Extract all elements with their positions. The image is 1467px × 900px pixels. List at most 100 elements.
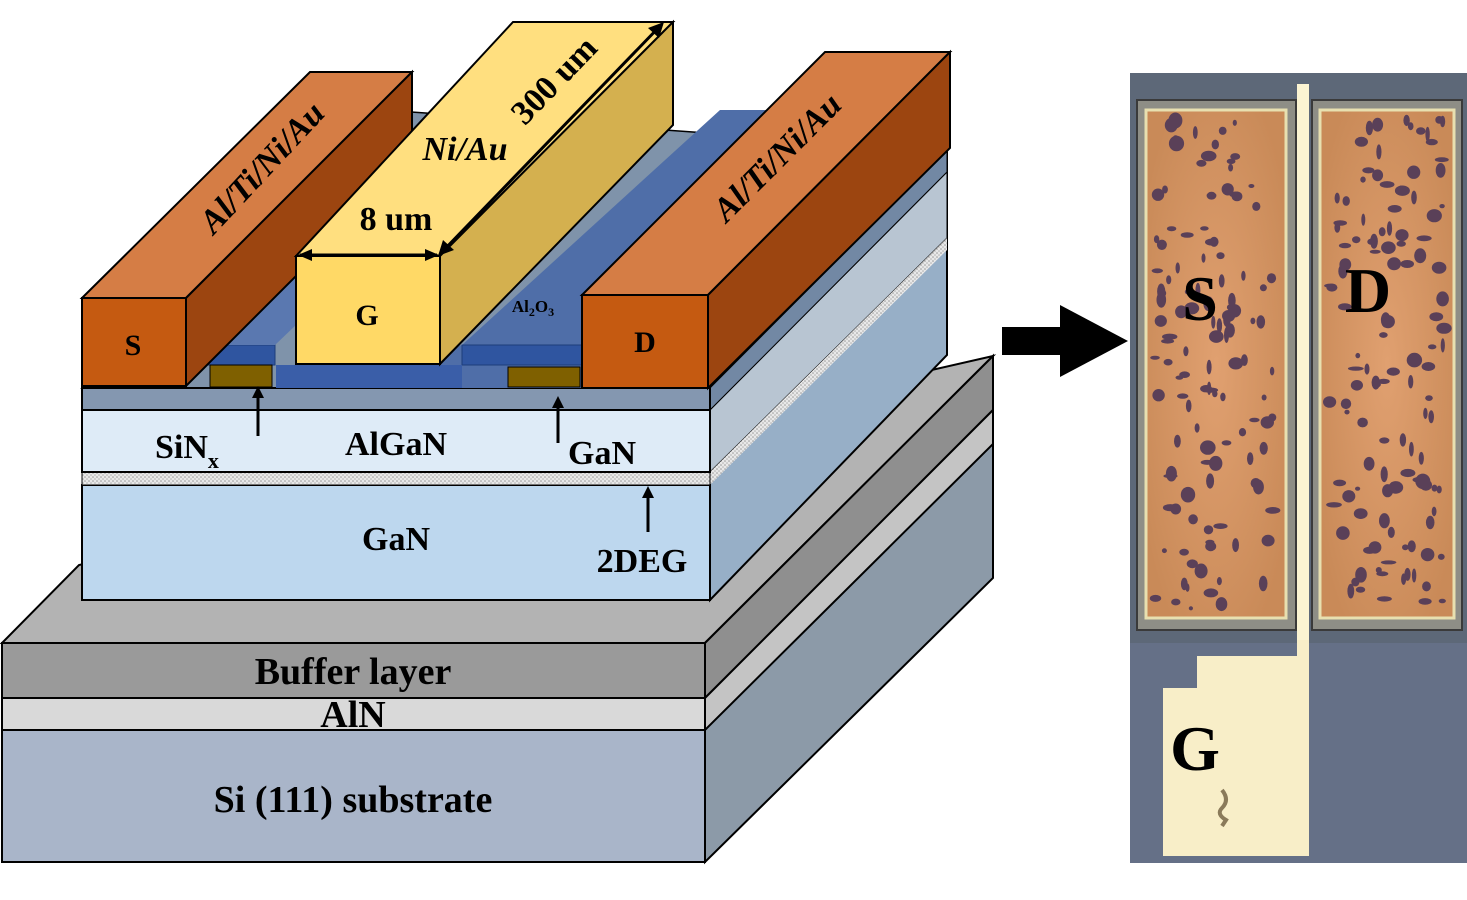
algan-label: AlGaN <box>345 426 447 463</box>
pad-spot <box>1211 315 1216 329</box>
pad-spot <box>1256 315 1266 329</box>
pad-spot <box>1174 434 1181 448</box>
pad-spot <box>1215 597 1228 612</box>
pad-spot <box>1347 583 1355 599</box>
layer-labels: SiNx AlGaN GaN 2DEG GaN <box>155 386 687 580</box>
pad-spot <box>1418 598 1432 605</box>
pad-spot <box>1216 252 1225 260</box>
pad-spot <box>1342 196 1350 206</box>
gate-contact: G Ni/Au 8 um 300 um <box>293 19 676 367</box>
pad-spot <box>1206 473 1215 489</box>
pad-spot <box>1338 242 1352 249</box>
source-label: S <box>125 329 142 362</box>
pad-spot <box>1340 398 1352 410</box>
pad-spot <box>1151 188 1165 201</box>
pad-spot <box>1400 468 1416 478</box>
pad-spot <box>1185 399 1192 413</box>
pad-spot <box>1205 238 1219 246</box>
pad-spot <box>1439 204 1445 209</box>
pad-spot <box>1379 332 1388 338</box>
pad-spot <box>1232 538 1239 553</box>
pad-spot <box>1416 127 1426 135</box>
pad-spot <box>1265 507 1281 514</box>
pad-spot <box>1183 346 1189 357</box>
pad-spot <box>1344 409 1350 415</box>
pad-spot <box>1369 249 1381 254</box>
pad-spot <box>1266 273 1277 284</box>
pad-spot <box>1206 359 1212 375</box>
pad-spot <box>1153 235 1160 244</box>
buffer-label: Buffer layer <box>255 651 452 693</box>
right-arrow-icon <box>1002 305 1128 377</box>
pad-spot <box>1407 165 1421 179</box>
pad-spot <box>1362 167 1375 174</box>
pad-spot <box>1401 573 1407 585</box>
pad-spot <box>1152 389 1165 402</box>
pad-spot <box>1400 260 1414 268</box>
pad-spot <box>1162 333 1178 340</box>
pad-spot <box>1403 114 1410 127</box>
pad-spot <box>1350 380 1363 391</box>
pad-spot <box>1377 378 1390 384</box>
pad-spot <box>1250 317 1256 325</box>
pad-spot <box>1425 515 1435 530</box>
pad-spot <box>1192 126 1198 139</box>
pad-spot <box>1406 352 1423 368</box>
pad-spot <box>1431 506 1437 517</box>
pad-spot <box>1150 355 1160 360</box>
pad-spot <box>1363 546 1377 554</box>
gate-width-label: 8 um <box>360 201 433 238</box>
pad-spot <box>1216 577 1222 586</box>
pad-spot <box>1170 503 1182 515</box>
photo-source-label: S <box>1182 263 1218 334</box>
pad-spot <box>1440 115 1446 128</box>
photo-gate-label: G <box>1170 713 1220 784</box>
pad-spot <box>1201 253 1206 263</box>
pad-spot <box>1268 413 1277 422</box>
pad-spot <box>1203 525 1214 535</box>
pad-spot <box>1351 286 1359 295</box>
pad-spot <box>1347 366 1364 371</box>
pad-spot <box>1381 241 1396 254</box>
pad-spot <box>1334 222 1341 233</box>
pad-spot <box>1386 367 1400 376</box>
pad-spot <box>1218 274 1225 288</box>
pad-spot <box>1407 122 1414 131</box>
pad-spot <box>1196 159 1207 167</box>
pad-spot <box>1420 548 1435 562</box>
photo-gate-finger <box>1297 84 1309 644</box>
pad-spot <box>1367 238 1375 245</box>
pad-spot <box>1200 440 1216 455</box>
pad-spot <box>1357 417 1368 428</box>
pad-spot <box>1206 191 1217 200</box>
pad-spot <box>1162 185 1168 194</box>
aln-label: AlN <box>320 694 385 736</box>
pad-spot <box>1180 486 1196 503</box>
pad-spot <box>1269 366 1275 376</box>
pad-spot <box>1241 354 1248 366</box>
pad-spot <box>1188 606 1193 611</box>
pad-spot <box>1249 417 1260 423</box>
pad-spot <box>1379 181 1395 188</box>
pad-spot <box>1364 363 1370 375</box>
pad-spot <box>1418 451 1424 465</box>
pad-spot <box>1414 248 1427 264</box>
pad-spot <box>1426 209 1442 223</box>
pad-spot <box>1425 126 1430 142</box>
gate-metal-label: Ni/Au <box>421 131 507 168</box>
pad-spot <box>1379 437 1390 444</box>
photo-gate-pad <box>1163 640 1309 856</box>
pad-spot <box>1338 303 1352 311</box>
pad-spot <box>1376 144 1382 160</box>
pad-spot <box>1365 120 1373 136</box>
pad-spot <box>1186 559 1198 569</box>
pad-spot <box>1428 410 1434 424</box>
pad-spot <box>1380 312 1391 328</box>
pad-spot <box>1429 312 1444 322</box>
pad-spot <box>1225 310 1240 316</box>
pad-spot <box>1380 560 1397 565</box>
pad-spot <box>1431 484 1438 492</box>
pad-spot <box>1435 163 1446 178</box>
pad-spot <box>1409 441 1414 457</box>
